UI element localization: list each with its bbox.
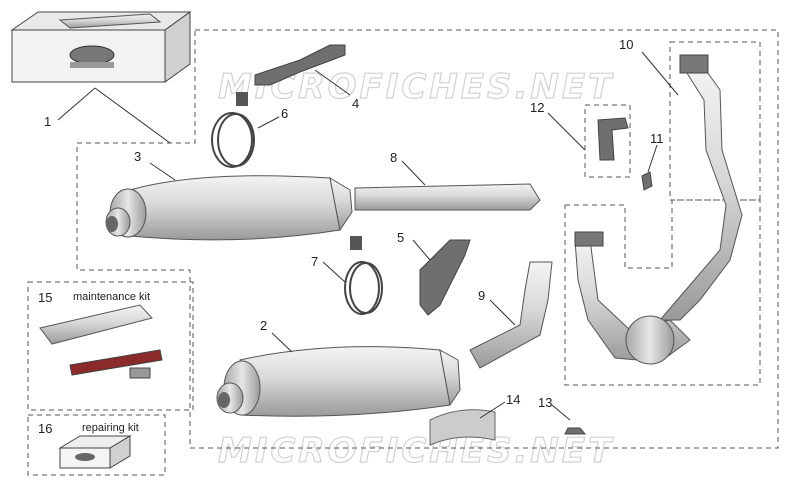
group-outlines: [27, 29, 779, 476]
repairing-kit-title: repairing kit: [82, 422, 139, 434]
part-14-decal: [429, 409, 496, 446]
watermark-bottom: MICROFICHES.NET: [218, 431, 614, 471]
part-1-boxed-kit: [10, 11, 192, 83]
part-10-header-pipes: [574, 54, 743, 365]
part-5-bracket: [419, 239, 471, 316]
part-7-clamp: [344, 236, 383, 315]
part-9-bent-pipe: [469, 261, 553, 369]
repairing-kit: [58, 435, 132, 469]
maintenance-kit: [39, 304, 163, 379]
leader-lines: [57, 51, 679, 421]
callout-10: 10: [619, 37, 633, 52]
maintenance-kit-frame: [27, 281, 194, 411]
repairing-kit-frame: [27, 414, 166, 476]
part-4-bracket: [254, 44, 346, 86]
callout-6: 6: [281, 106, 288, 121]
callout-2: 2: [260, 318, 267, 333]
callout-7: 7: [311, 254, 318, 269]
part-2-silencer: [216, 346, 461, 417]
callout-1: 1: [44, 114, 51, 129]
maintenance-kit-title: maintenance kit: [73, 291, 150, 303]
part-8-link-pipe: [354, 183, 541, 211]
callout-14: 14: [506, 392, 520, 407]
callout-16: 16: [38, 421, 52, 436]
part-6-clamp: [211, 92, 255, 168]
part-11-fastener: [641, 171, 653, 191]
part-12-bracket: [597, 117, 629, 161]
callout-11: 11: [650, 131, 664, 146]
callout-15: 15: [38, 290, 52, 305]
callout-9: 9: [478, 288, 485, 303]
callout-13: 13: [538, 395, 552, 410]
callout-5: 5: [397, 230, 404, 245]
callout-3: 3: [134, 149, 141, 164]
part-13-spring: [564, 427, 587, 435]
callout-8: 8: [390, 150, 397, 165]
callout-4: 4: [352, 96, 359, 111]
callout-12: 12: [530, 100, 544, 115]
part-3-silencer: [105, 175, 353, 241]
